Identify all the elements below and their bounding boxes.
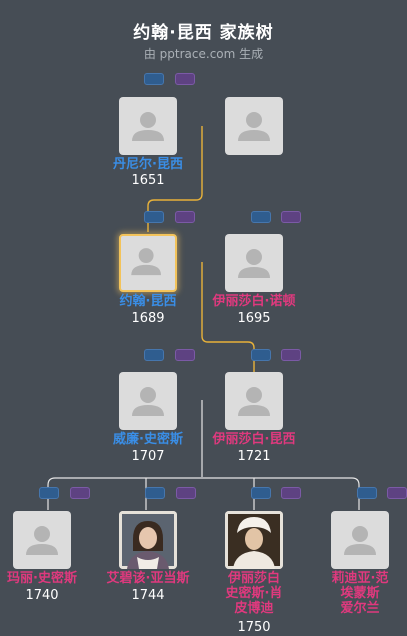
person-name-william-smith: 威廉·史密斯	[113, 432, 183, 447]
person-placeholder-icon	[344, 526, 376, 555]
person-card-john[interactable]	[119, 234, 177, 292]
expand-father-toggle[interactable]	[251, 349, 271, 361]
person-name-elizabeth-norton: 伊丽莎白·诺顿	[212, 294, 296, 309]
expand-mother-toggle[interactable]	[175, 73, 195, 85]
person-placeholder-icon	[132, 112, 164, 141]
expand-father-toggle[interactable]	[144, 211, 164, 223]
person-placeholder-icon	[238, 249, 270, 278]
person-year-daniel: 1651	[131, 173, 165, 188]
person-name-line: 爱尔兰	[340, 601, 380, 616]
ancestor-connector-1	[147, 126, 203, 232]
page-subtitle: 由 pptrace.com 生成	[143, 47, 264, 61]
person-card-lydia[interactable]	[331, 511, 389, 569]
portrait-elizabeth-image	[225, 511, 283, 569]
expand-father-toggle[interactable]	[251, 211, 271, 223]
expand-mother-toggle[interactable]	[175, 211, 195, 223]
expand-mother-toggle[interactable]	[70, 487, 90, 499]
person-placeholder-icon	[131, 248, 162, 276]
expand-father-toggle[interactable]	[251, 487, 271, 499]
person-name-lydia: 莉迪亚·范 埃蒙斯 爱尔兰	[310, 571, 407, 616]
expand-father-toggle[interactable]	[145, 487, 165, 499]
person-name-line: 皮博迪	[234, 601, 274, 616]
expand-father-toggle[interactable]	[357, 487, 377, 499]
person-year-elizabeth-norton: 1695	[237, 311, 271, 326]
person-name-line: 伊丽莎白	[227, 571, 280, 586]
expand-father-toggle[interactable]	[144, 349, 164, 361]
person-name-mary-smith: 玛丽·史密斯	[7, 571, 77, 586]
person-year-abigail-adams: 1744	[131, 588, 165, 603]
ancestor-connector-2	[201, 262, 255, 372]
person-card-elizabeth-quincy[interactable]	[225, 372, 283, 430]
person-placeholder-icon	[132, 387, 164, 416]
expand-mother-toggle[interactable]	[387, 487, 407, 499]
person-name-john: 约翰·昆西	[119, 294, 177, 309]
person-name-elizabeth-smith-shaw: 伊丽莎白 史密斯·肖 皮博迪	[198, 571, 310, 616]
person-card-daniel[interactable]	[119, 97, 177, 155]
expand-mother-toggle[interactable]	[175, 349, 195, 361]
person-year-mary-smith: 1740	[25, 588, 59, 603]
person-name-daniel: 丹尼尔·昆西	[113, 157, 183, 172]
person-year-john: 1689	[131, 311, 165, 326]
person-card-elizabeth-smith-shaw[interactable]	[225, 511, 283, 569]
person-name-abigail-adams: 艾碧该·亚当斯	[106, 571, 190, 586]
person-placeholder-icon	[26, 526, 58, 555]
person-card-elizabeth-norton[interactable]	[225, 234, 283, 292]
expand-mother-toggle[interactable]	[281, 487, 301, 499]
expand-mother-toggle[interactable]	[281, 349, 301, 361]
person-card-william-smith[interactable]	[119, 372, 177, 430]
expand-father-toggle[interactable]	[39, 487, 59, 499]
expand-mother-toggle[interactable]	[281, 211, 301, 223]
person-name-line: 埃蒙斯	[340, 586, 380, 601]
page-title: 约翰·昆西 家族树	[133, 23, 274, 43]
person-name-line: 莉迪亚·范	[331, 571, 389, 586]
person-placeholder-icon	[238, 387, 270, 416]
person-year-elizabeth-quincy: 1721	[237, 449, 271, 464]
person-card-mary-smith[interactable]	[13, 511, 71, 569]
portrait-abigail-image	[119, 511, 177, 569]
expand-father-toggle[interactable]	[144, 73, 164, 85]
person-card-daniel-spouse[interactable]	[225, 97, 283, 155]
person-name-elizabeth-quincy: 伊丽莎白·昆西	[212, 432, 296, 447]
person-year-william-smith: 1707	[131, 449, 165, 464]
person-year-elizabeth-smith-shaw: 1750	[237, 620, 271, 635]
person-card-abigail-adams[interactable]	[119, 511, 177, 569]
expand-mother-toggle[interactable]	[176, 487, 196, 499]
descendant-connector-bar	[47, 477, 360, 486]
person-placeholder-icon	[238, 112, 270, 141]
person-name-line: 史密斯·肖	[225, 586, 283, 601]
